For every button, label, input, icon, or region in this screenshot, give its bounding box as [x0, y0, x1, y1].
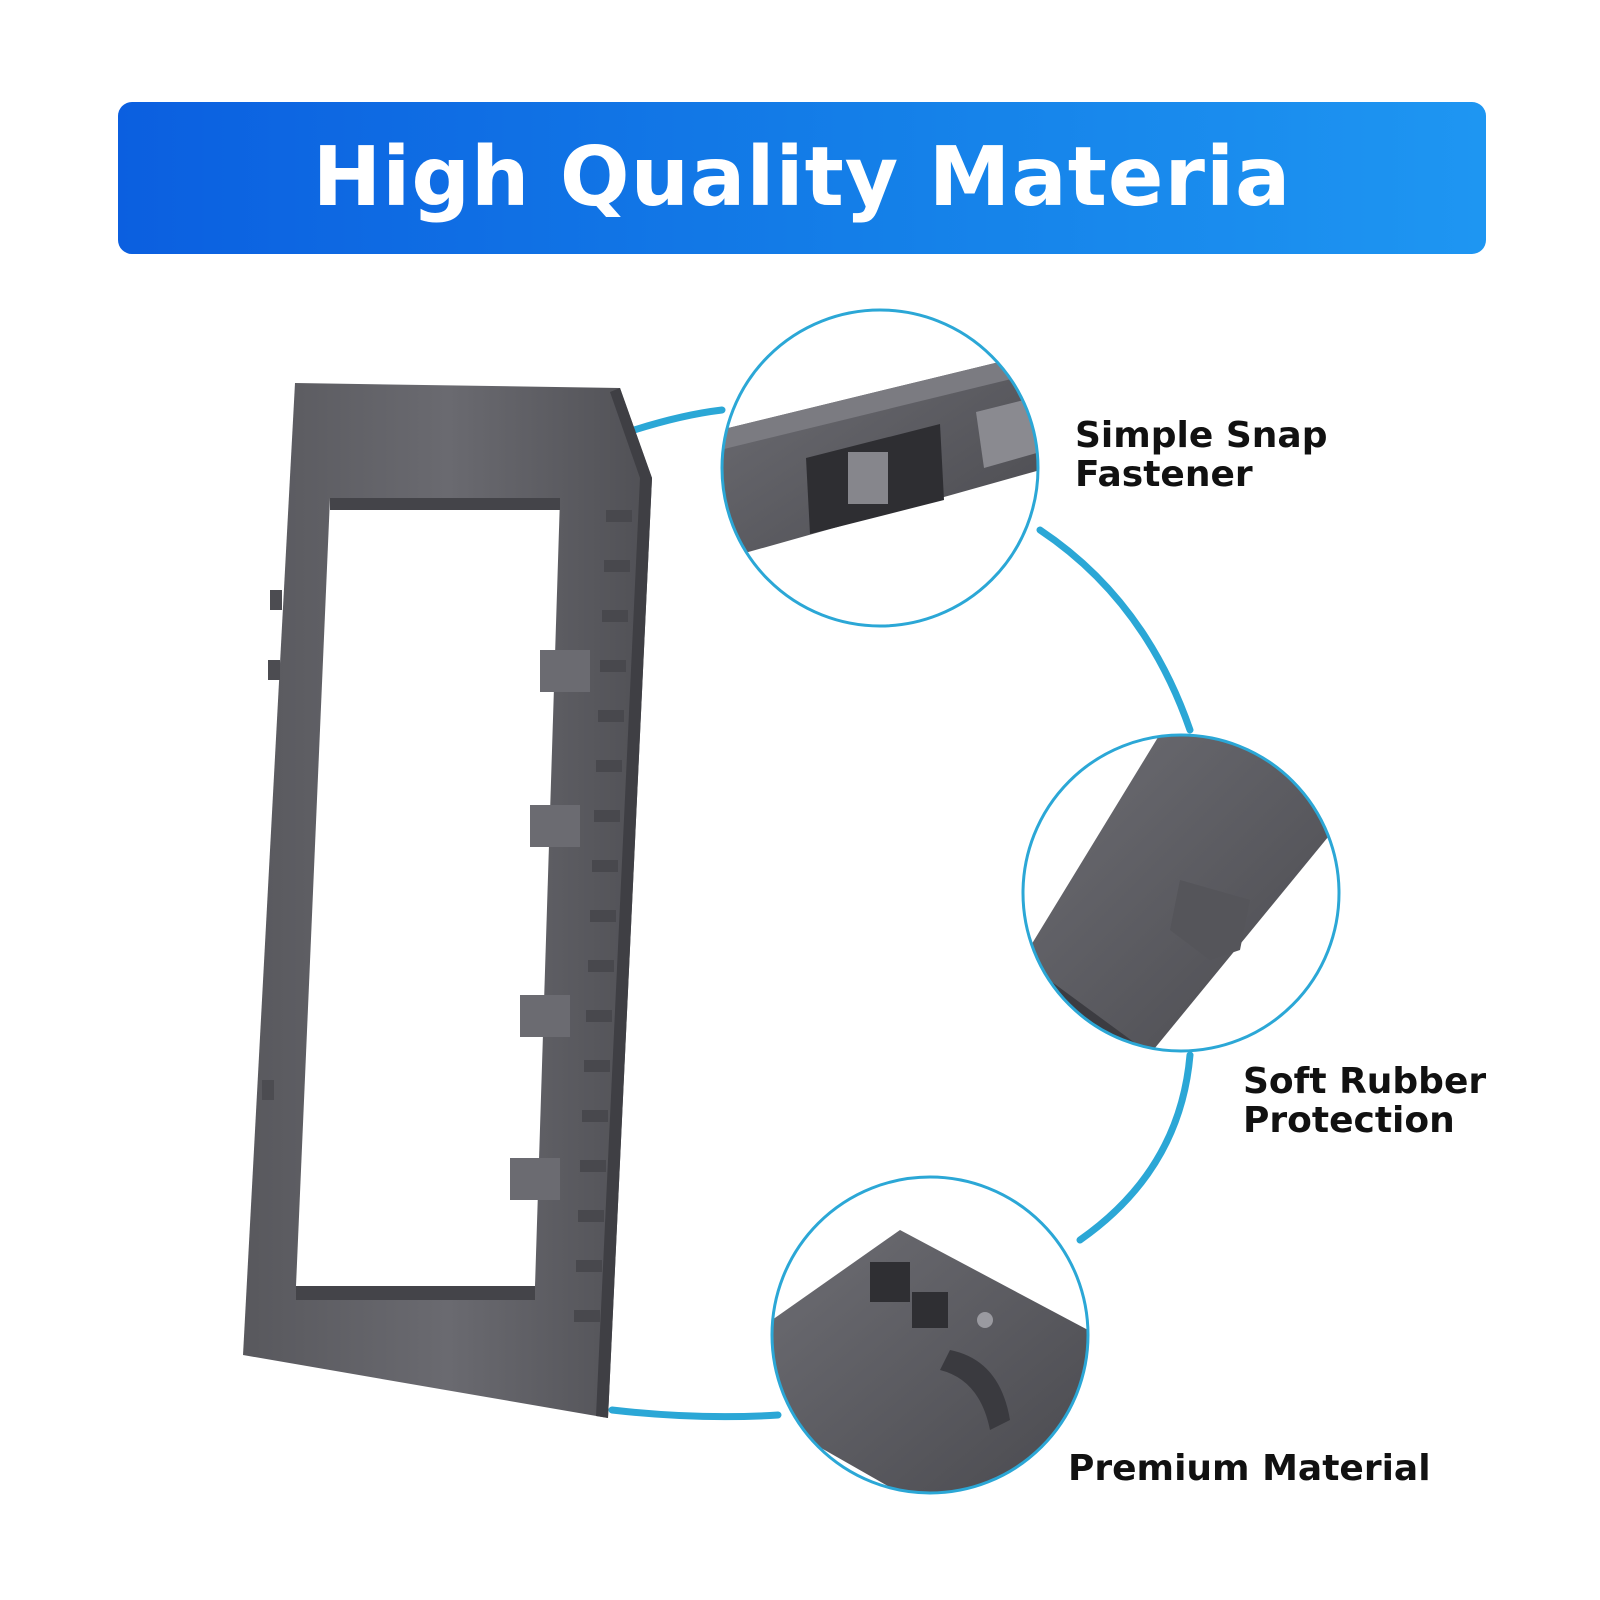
feature-label-line: Fastener — [1075, 454, 1253, 495]
feature-label-soft-rubber: Soft Rubber Protection — [1243, 1062, 1486, 1140]
feature-label-snap-fastener: Simple Snap Fastener — [1075, 416, 1327, 494]
feature-label-line: Protection — [1243, 1100, 1455, 1141]
banner-title: High Quality Materia — [312, 130, 1292, 225]
title-banner: High Quality Materia — [118, 102, 1486, 254]
feature-label-line: Soft Rubber — [1243, 1061, 1487, 1102]
connector-arc — [608, 406, 1194, 1421]
feature-label-line: Premium Material — [1068, 1448, 1431, 1489]
zoom-soft-rubber — [1021, 733, 1341, 1053]
zoom-snap-fastener — [720, 308, 1040, 628]
zoom-premium-material — [770, 1175, 1090, 1495]
feature-label-line: Simple Snap — [1075, 415, 1328, 456]
frame-part — [243, 383, 652, 1418]
feature-label-premium-material: Premium Material — [1068, 1449, 1431, 1488]
